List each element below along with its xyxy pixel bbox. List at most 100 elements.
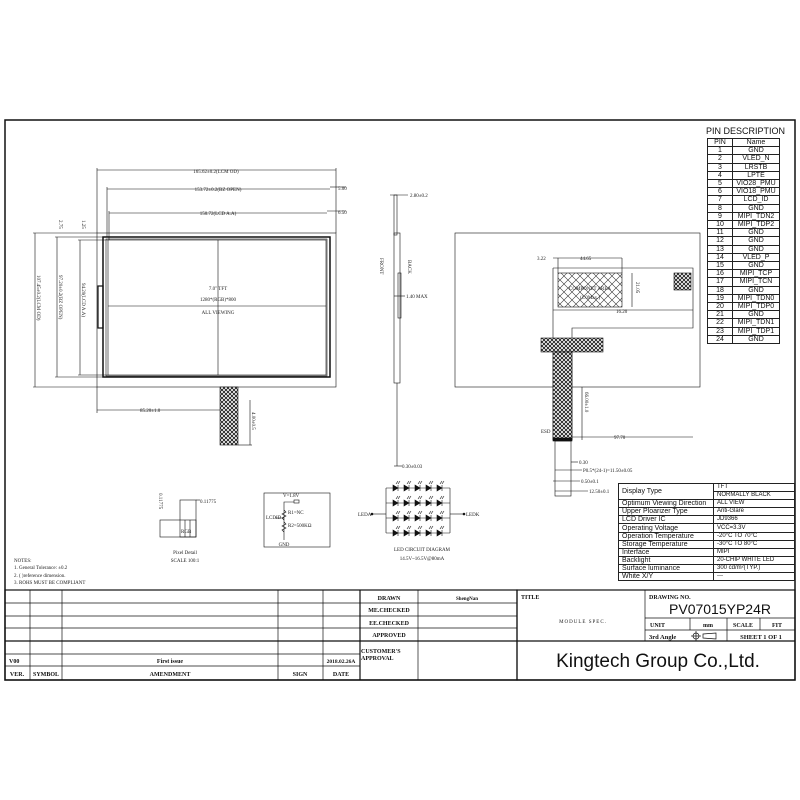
spec-label: Interface — [618, 547, 714, 557]
led-emission-arrows — [395, 480, 401, 485]
dim-bz-open-height: 97.20±0.2(BZ OPEN) — [57, 275, 62, 320]
led-diode-icon — [425, 484, 432, 492]
pin-name: GND — [732, 285, 780, 295]
pin-number: 4 — [707, 170, 733, 181]
dim-d: 16.20 — [616, 310, 628, 315]
lcd-id-r1: R1=NC — [288, 511, 304, 516]
led-anode: LEDA — [358, 513, 372, 518]
drawn-label: DRAWN — [378, 596, 401, 602]
spec-value: -20°C TO 70°C — [713, 531, 795, 541]
scale-value: FIT — [772, 623, 782, 629]
pin-number: 3 — [707, 162, 733, 172]
spec-label: LCD Driver IC — [618, 515, 714, 525]
spec-value: VCC=3.3V — [713, 523, 795, 533]
pin-number: 10 — [707, 220, 733, 230]
spec-label: Operation Temperature — [618, 531, 714, 541]
led-diode-icon — [436, 514, 443, 522]
note-item: 2. ( )reference dimension. — [14, 574, 66, 579]
pin-name: VIO18_PMU — [732, 187, 780, 197]
led-diode-icon — [425, 514, 432, 522]
led-emission-arrows — [417, 510, 423, 515]
dim-c: 21.05 — [634, 282, 639, 294]
spec-label: Display Type — [618, 482, 714, 501]
led-circuit-title: LED CIRCUIT DIAGRAM — [394, 548, 451, 553]
led-emission-arrows — [428, 510, 434, 515]
spec-value: 300 cd/m²(TYP.) — [713, 563, 795, 574]
led-cathode: LEDK — [466, 513, 480, 518]
pin-name: MIPI_TDP2 — [732, 220, 780, 230]
back-view — [454, 232, 701, 497]
led-emission-arrows — [395, 495, 401, 500]
pin-number: 24 — [707, 334, 733, 345]
pin-number: 14 — [707, 252, 733, 263]
drawing-no-label: DRAWING NO. — [649, 595, 691, 601]
dim-connector-width: 12.50±0.1 — [589, 490, 610, 495]
dim-fpc-offset: 85.20±1.0 — [140, 409, 161, 414]
dim-fpc-length: 4.00±0.5 — [250, 412, 255, 430]
dim-a: 3.22 — [537, 257, 546, 262]
led-diode-icon — [414, 514, 421, 522]
pin-name: MIPI_TCN — [732, 277, 780, 287]
pin-number: 7 — [707, 195, 733, 205]
pixel-dim-h: 0.11775 — [200, 500, 217, 505]
resolution: 1280*(RGB)*800 — [200, 298, 237, 303]
pin-number: 15 — [707, 261, 733, 271]
pin-name: GND — [732, 146, 780, 156]
lcd-id-gnd: GND — [279, 543, 290, 548]
led-diode-icon — [414, 529, 421, 537]
led-emission-arrows — [428, 480, 434, 485]
back-view-labels: 3.22 44.65 21.05 16.20 COMPONET AREA (1.… — [537, 257, 639, 495]
pin-name: GND — [732, 228, 780, 238]
component-height: (1.0Max.) — [580, 296, 600, 301]
lcd-id-r2: R2=500KΩ — [288, 524, 312, 529]
spec-value: --- — [713, 572, 795, 582]
spec-value: ALL VIEW — [713, 499, 795, 509]
dim-fpc-thickness: 0.30±0.03 — [402, 465, 423, 470]
pixel-detail-scale: SCALE 100:1 — [171, 559, 200, 564]
led-diode-icon — [425, 529, 432, 537]
unit-value: mm — [703, 623, 713, 629]
side-view — [390, 194, 408, 467]
approved-label: APPROVED — [372, 633, 406, 639]
rev-date: 2018.02.26A — [327, 659, 356, 665]
pixel-detail-title: Pixel Detail — [173, 551, 197, 556]
led-emission-arrows — [439, 495, 445, 500]
component-area-label: COMPONET AREA — [569, 287, 611, 292]
spec-label: Surface luminance — [618, 563, 714, 574]
notes: NOTES: 1. General Tolerance: ±0.2 2. ( )… — [14, 559, 85, 586]
esd-label: ESD — [541, 430, 551, 435]
spec-value: NORMALLY BLACK — [713, 491, 795, 501]
spec-value: JD9366 — [713, 515, 795, 525]
led-diode-icon — [403, 514, 410, 522]
note-item: 1. General Tolerance: ±0.2 — [14, 566, 68, 571]
name-header: Name — [732, 137, 780, 148]
dim-right-top: 5.00 — [338, 187, 347, 192]
pin-name: MIPI_TDP1 — [732, 326, 780, 336]
led-emission-arrows — [428, 495, 434, 500]
pixel-rgb: RGB — [181, 530, 192, 535]
led-diode-icon — [425, 499, 432, 507]
ee-checked-label: EE.CHECKED — [369, 621, 410, 627]
notes-title: NOTES: — [14, 559, 32, 564]
led-diode-icon — [392, 484, 399, 492]
dim-pin-width: 0.30 — [579, 461, 588, 466]
led-emission-arrows — [406, 480, 412, 485]
header-sign: SIGN — [293, 672, 308, 678]
pin-name: VLED_P — [732, 252, 780, 263]
spec-value: -30°C TO 80°C — [713, 539, 795, 549]
pin-number: 17 — [707, 277, 733, 287]
pin-name: GND — [732, 244, 780, 254]
pin-name: GND — [732, 236, 780, 246]
spec-label: Backlight — [618, 555, 714, 565]
title-block-labels: TITLE MODULE SPEC. DRAWING NO. PV07015YP… — [521, 595, 782, 672]
